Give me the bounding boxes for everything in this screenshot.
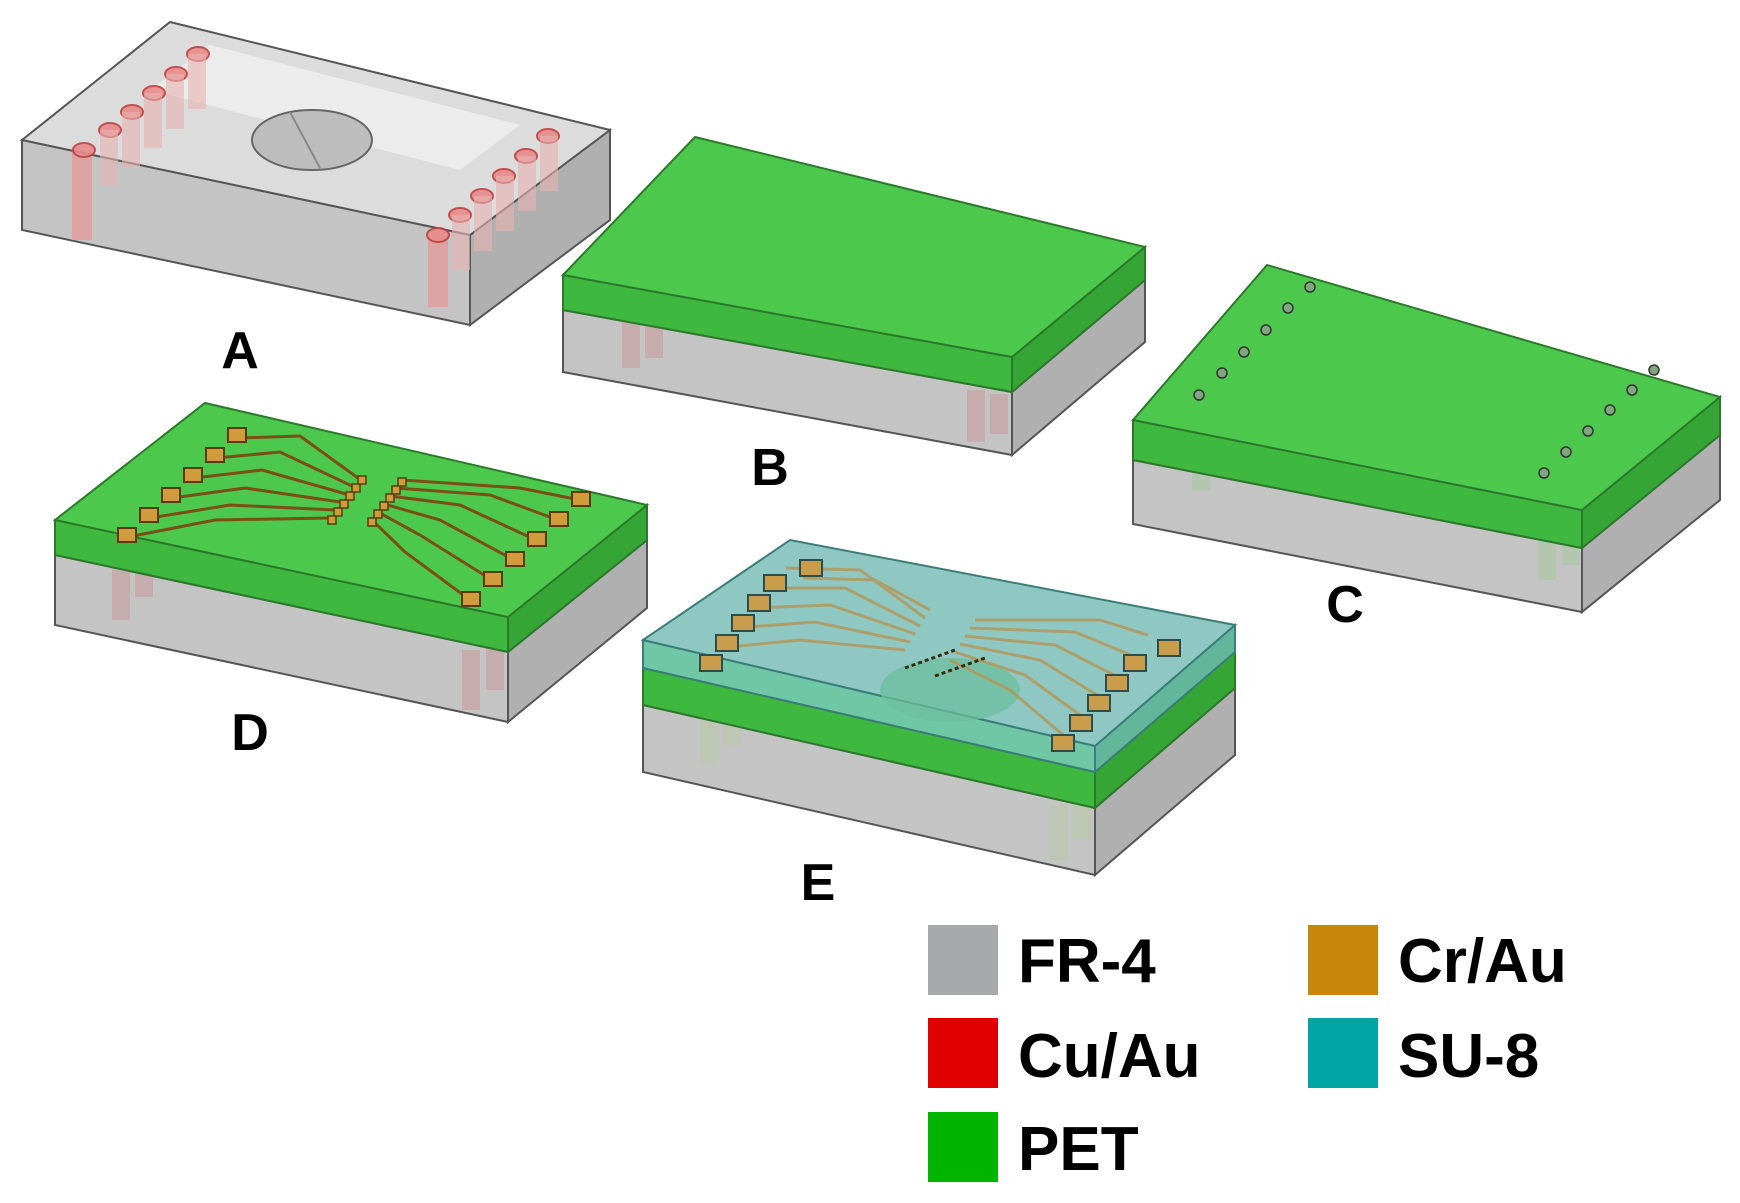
legend-swatch-crau bbox=[1308, 925, 1378, 995]
legend-item-su8: SU-8 bbox=[1308, 1018, 1539, 1091]
legend-item-crau: Cr/Au bbox=[1308, 925, 1567, 996]
step-label-b: B bbox=[751, 439, 789, 497]
legend-item-cuau: Cu/Au bbox=[928, 1018, 1201, 1091]
step-a-substrate bbox=[19, 20, 613, 327]
step-e-su8-passivation bbox=[640, 538, 1238, 878]
legend-item-pet: PET bbox=[928, 1112, 1139, 1184]
step-b-pet-lamination bbox=[560, 135, 1148, 458]
legend-swatch-su8 bbox=[1308, 1018, 1378, 1088]
legend-swatch-cuau bbox=[928, 1018, 998, 1088]
step-d-electrode-patterning bbox=[52, 401, 650, 725]
step-c-via-opening bbox=[1131, 263, 1723, 615]
step-label-a: A bbox=[221, 322, 259, 380]
legend-label-cuau: Cu/Au bbox=[1018, 1022, 1201, 1091]
legend-label-su8: SU-8 bbox=[1398, 1022, 1539, 1091]
legend-swatch-pet bbox=[928, 1112, 998, 1182]
legend-swatch-fr4 bbox=[928, 925, 998, 995]
legend-label-pet: PET bbox=[1018, 1115, 1139, 1184]
legend-label-crau: Cr/Au bbox=[1398, 927, 1567, 996]
step-label-c: C bbox=[1326, 576, 1364, 634]
step-label-d: D bbox=[231, 704, 269, 762]
step-label-e: E bbox=[801, 854, 836, 912]
legend-item-fr4: FR-4 bbox=[928, 925, 1156, 996]
legend: FR-4 Cr/Au Cu/Au SU-8 PET bbox=[928, 925, 1567, 1184]
legend-label-fr4: FR-4 bbox=[1018, 927, 1156, 996]
